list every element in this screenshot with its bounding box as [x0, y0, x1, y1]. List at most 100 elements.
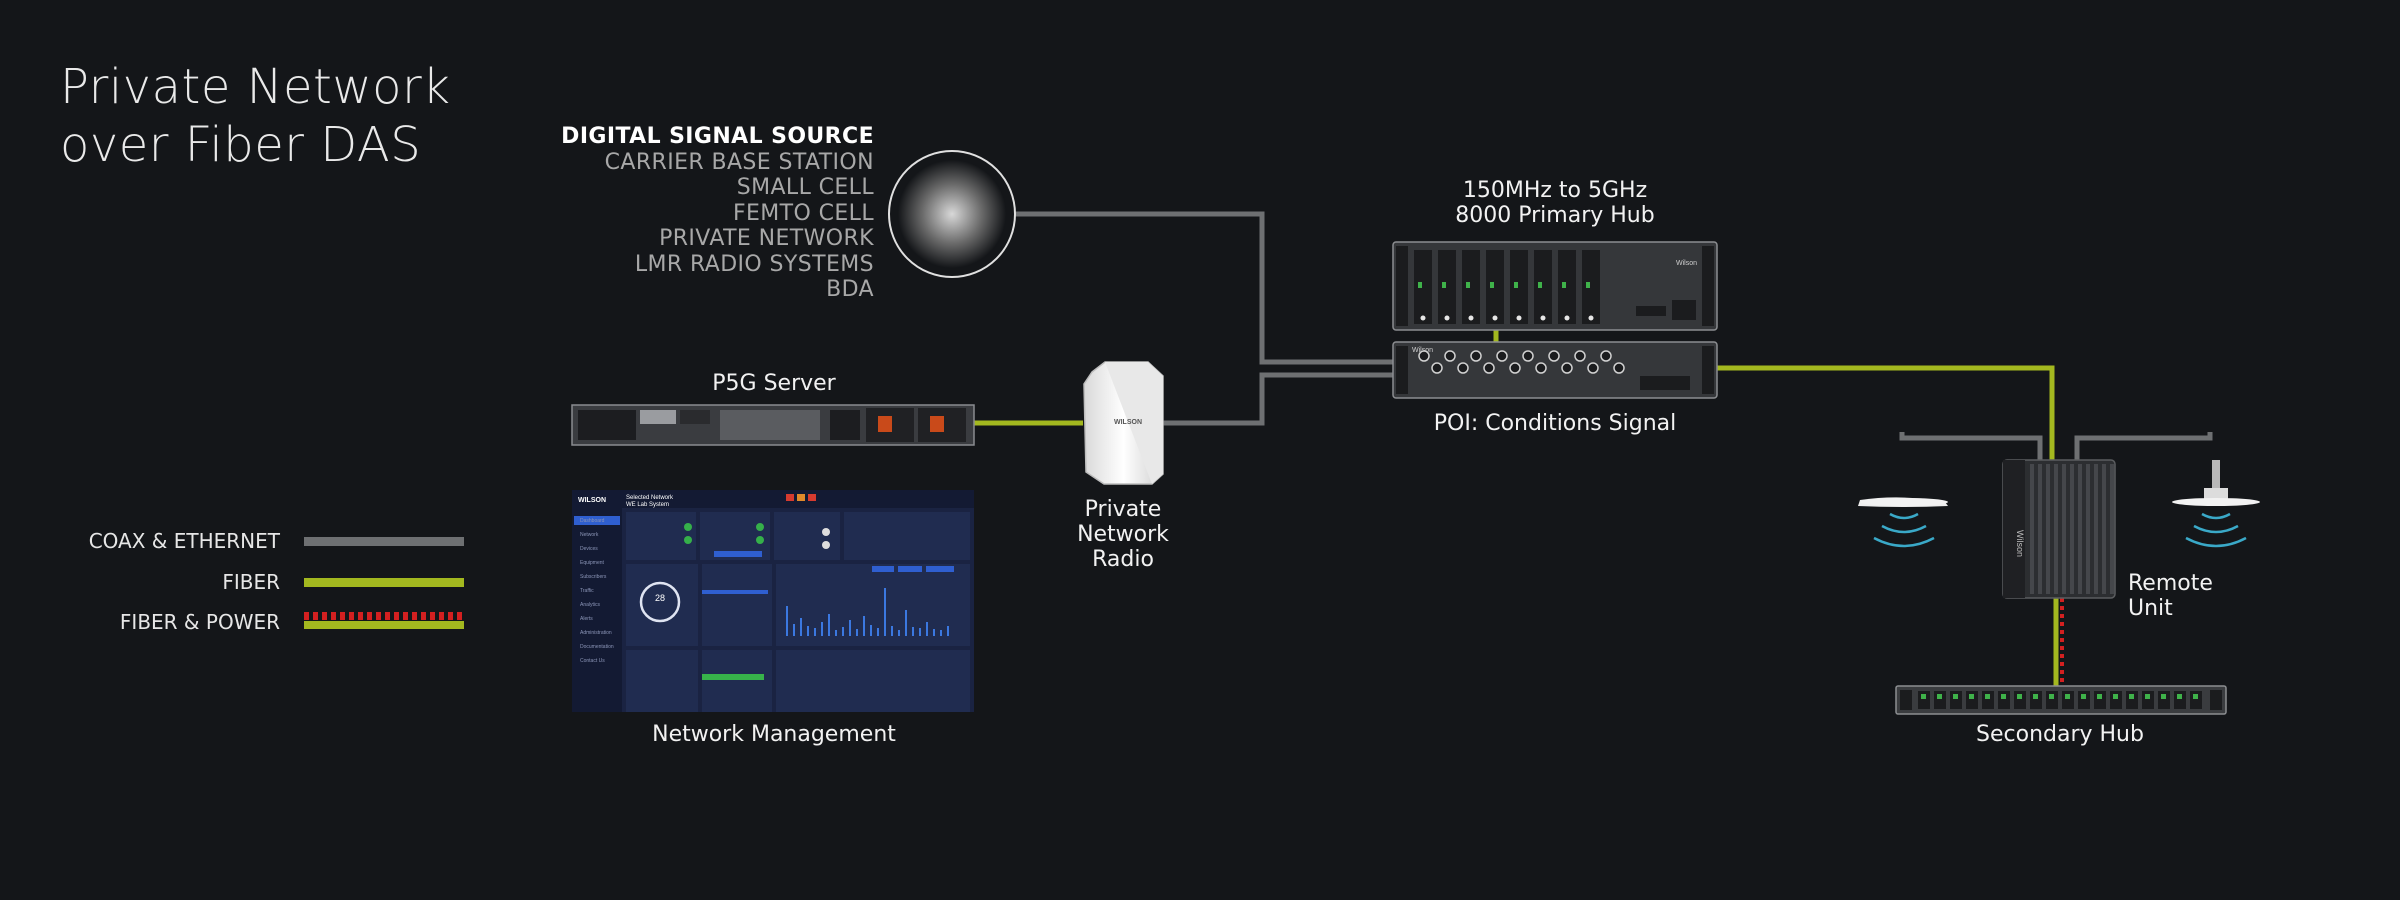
secondary-hub-led [2097, 694, 2102, 699]
secondary-hub-port [2094, 691, 2106, 709]
secondary-hub-led [2177, 694, 2182, 699]
poi-connector [1535, 362, 1547, 374]
dashboard-brand: WILSON [578, 497, 606, 504]
secondary-hub-port [2078, 691, 2090, 709]
poi-label: POI: Conditions Signal [1433, 411, 1677, 436]
remote-unit-fin [2038, 464, 2042, 594]
fiber-cable-poi-to-remote [1717, 365, 2055, 460]
signal-source-item: FEMTO CELL [732, 200, 874, 226]
poi-connector [1483, 362, 1495, 374]
signal-source-item: CARRIER BASE STATION [604, 149, 874, 175]
hub-module-port [1420, 315, 1426, 321]
secondary-hub-led [2017, 694, 2022, 699]
title-line-2: over Fiber DAS [60, 117, 422, 173]
primary-hub-label-line: 8000 Primary Hub [1455, 203, 1655, 228]
secondary-hub-port [2158, 691, 2170, 709]
dashboard-menu: DashboardNetworkDevicesEquipmentSubscrib… [580, 518, 614, 664]
traffic-bar [849, 620, 851, 636]
page-title: Private Network over Fiber DAS [60, 58, 451, 174]
traffic-bar [835, 630, 837, 636]
hub-module-led [1442, 282, 1446, 288]
hub-module-port [1540, 315, 1546, 321]
remote-unit-fin [2094, 464, 2098, 594]
secondary-hub-port [2030, 691, 2042, 709]
network-management-label: Network Management [652, 722, 896, 747]
dashboard-menu-item: Subscribers [580, 574, 607, 580]
hub-module-led [1562, 282, 1566, 288]
private-network-radio-icon: WILSON [1083, 361, 1164, 485]
traffic-bar [912, 627, 914, 636]
dashboard-gauge-value: 28 [655, 593, 665, 603]
signal-source-item: SMALL CELL [736, 175, 874, 200]
dashboard-menu-item: Network [580, 532, 599, 538]
legend-label-fiber-power: FIBER & POWER [119, 610, 280, 634]
signal-source-item: LMR RADIO SYSTEMS [634, 251, 874, 277]
legend-swatch-fiber-power [304, 612, 464, 629]
traffic-bar [933, 629, 935, 636]
traffic-bar [800, 618, 802, 636]
hub-module-led [1538, 282, 1542, 288]
private-radio-label-line: Private [1084, 497, 1162, 522]
hub-module-port [1588, 315, 1594, 321]
secondary-hub-ports [1918, 691, 2202, 709]
remote-unit-label-line: Remote [2128, 571, 2213, 596]
hub-module-led [1586, 282, 1590, 288]
hub-module-port [1444, 315, 1450, 321]
coax-cable-remote-right-antenna [2074, 432, 2213, 460]
traffic-bar [842, 627, 844, 636]
dashboard-menu-item: Dashboard [580, 518, 605, 524]
secondary-hub-led [2113, 694, 2118, 699]
secondary-hub-port [2174, 691, 2186, 709]
poi-icon: Wilson [1392, 341, 1718, 399]
dashboard-network-title-2: WE Lab System [626, 502, 669, 508]
hub-module-led [1514, 282, 1518, 288]
secondary-hub-led [2161, 694, 2166, 699]
signal-source-item: BDA [826, 277, 874, 302]
dashboard-menu-item: Documentation [580, 644, 614, 650]
secondary-hub-led [2129, 694, 2134, 699]
secondary-hub-port [2190, 691, 2202, 709]
poi-connector [1574, 350, 1586, 362]
fiber-power-cable-remote-to-secondary [2053, 598, 2064, 686]
poi-connector [1457, 362, 1469, 374]
traffic-bar [947, 626, 949, 636]
poi-connector [1561, 362, 1573, 374]
dashboard-traffic-bars [786, 588, 949, 636]
secondary-hub-led [2081, 694, 2086, 699]
secondary-hub-port [1918, 691, 1930, 709]
remote-unit-icon: Wilson [2002, 459, 2116, 599]
secondary-hub-port [1934, 691, 1946, 709]
p5g-server-icon [571, 404, 975, 446]
secondary-hub-label: Secondary Hub [1976, 722, 2144, 747]
dashboard-menu-item: Devices [580, 546, 598, 552]
hub-module [1510, 250, 1528, 324]
signal-source-icon [888, 150, 1016, 278]
secondary-hub-led [1937, 694, 1942, 699]
private-radio-label: Private Network Radio [1048, 497, 1198, 572]
dashboard-menu-item: Administration [580, 630, 612, 636]
signal-source-list: DIGITAL SIGNAL SOURCE CARRIER BASE STATI… [520, 124, 874, 303]
secondary-hub-led [2145, 694, 2150, 699]
remote-unit-fin [2030, 464, 2034, 594]
secondary-hub-port [1998, 691, 2010, 709]
secondary-hub-led [1969, 694, 1974, 699]
p5g-server-label: P5G Server [712, 371, 836, 396]
hub-module [1558, 250, 1576, 324]
fiber-cables [973, 330, 2055, 460]
traffic-bar [814, 628, 816, 636]
traffic-bar [786, 606, 788, 636]
traffic-bar [919, 628, 921, 636]
secondary-hub-led [2065, 694, 2070, 699]
poi-connectors [1418, 350, 1625, 374]
secondary-hub-icon [1895, 685, 2227, 715]
poi-connector [1613, 362, 1625, 374]
antenna-right-icon [2172, 460, 2260, 548]
secondary-hub-port [2142, 691, 2154, 709]
radio-brand: WILSON [1114, 419, 1142, 426]
coax-cable-remote-left-antenna [1899, 432, 2043, 460]
hub-module-led [1418, 282, 1422, 288]
secondary-hub-port [2110, 691, 2122, 709]
dashboard-menu-item: Analytics [580, 602, 601, 608]
dashboard-menu-item: Traffic [580, 588, 594, 594]
network-management-dashboard: WILSON Selected Network WE Lab System Da… [572, 490, 974, 712]
